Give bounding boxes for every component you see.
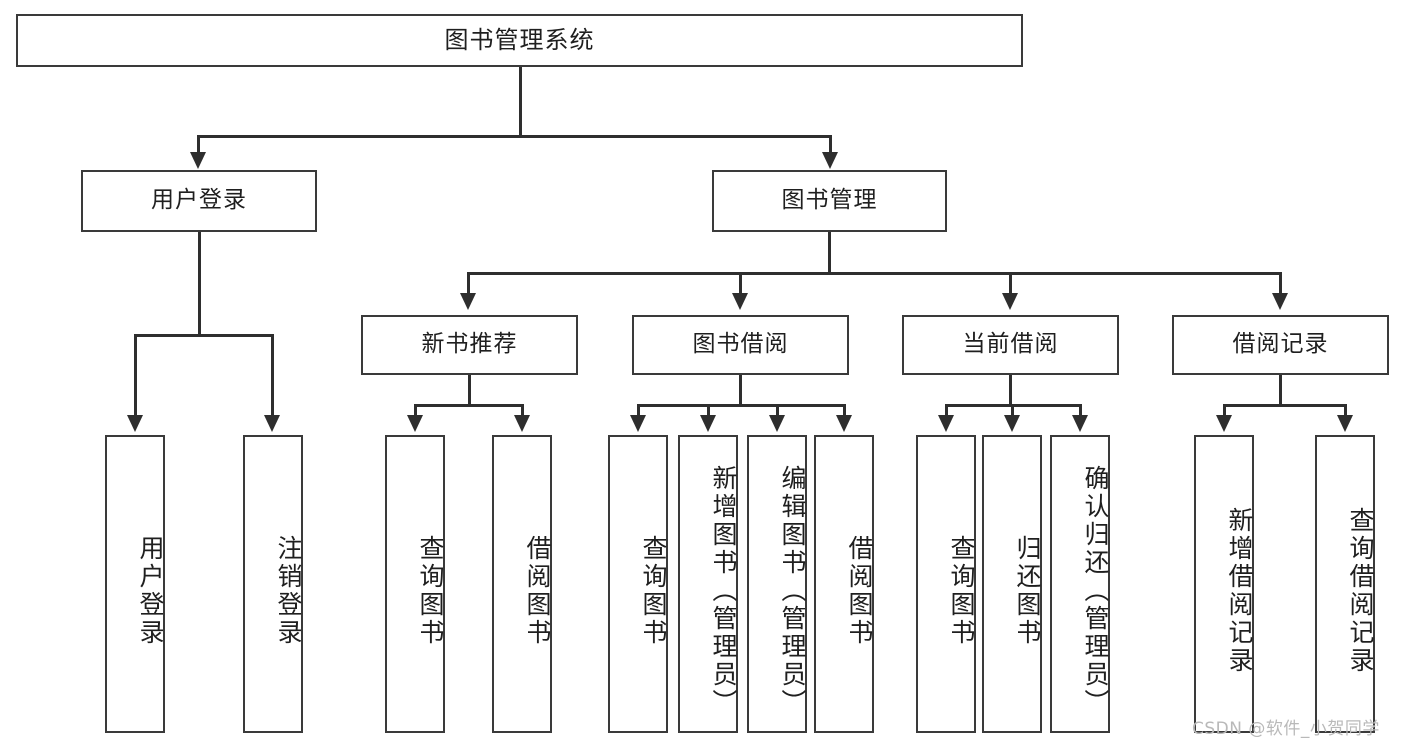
edge-root-to-user-login (197, 135, 200, 155)
edge-book-mgmt-to-l3-4 (1279, 272, 1282, 296)
edge-user-login-to-leaf-1 (134, 334, 137, 418)
leaf-new-book-query-book[interactable]: 查询图书 (385, 435, 445, 733)
leaf-current-borrow-return-book[interactable]: 归还图书 (982, 435, 1042, 733)
leaf-label: 确认归还（管理员） (1081, 465, 1110, 717)
leaf-label: 新增图书（管理员） (709, 465, 738, 717)
edge-new-book-to-leaf-2 (521, 404, 524, 418)
edge-user-login-stem (198, 232, 201, 336)
arrow-current-borrow-leaf-1-icon (938, 415, 954, 432)
leaf-label: 借阅图书 (845, 535, 874, 647)
arrow-root-to-user-login-icon (190, 152, 206, 169)
arrow-l3-1-icon (460, 293, 476, 310)
edge-book-mgmt-to-l3-2 (739, 272, 742, 296)
arrow-current-borrow-leaf-2-icon (1004, 415, 1020, 432)
node-label: 新书推荐 (421, 331, 518, 358)
node-label: 图书管理 (781, 187, 878, 214)
edge-root-to-book-mgmt (829, 135, 832, 155)
arrow-book-borrow-leaf-1-icon (630, 415, 646, 432)
node-label: 图书管理系统 (444, 26, 595, 55)
edge-new-book-bus (414, 404, 524, 407)
leaf-label: 查询借阅记录 (1346, 507, 1375, 675)
edge-book-mgmt-bus (467, 272, 1281, 275)
leaf-label: 查询图书 (639, 535, 668, 647)
leaf-current-borrow-confirm-return-admin[interactable]: 确认归还（管理员） (1050, 435, 1110, 733)
arrow-current-borrow-leaf-3-icon (1072, 415, 1088, 432)
leaf-label: 用户登录 (136, 535, 165, 647)
arrow-book-borrow-leaf-3-icon (769, 415, 785, 432)
leaf-label: 新增借阅记录 (1225, 507, 1254, 675)
arrow-borrow-record-leaf-2-icon (1337, 415, 1353, 432)
node-borrow-record[interactable]: 借阅记录 (1172, 315, 1389, 375)
leaf-label: 编辑图书（管理员） (778, 465, 807, 717)
leaf-book-borrow-query-book[interactable]: 查询图书 (608, 435, 668, 733)
edge-root-bus (197, 135, 830, 138)
edge-book-borrow-to-leaf-3 (776, 404, 779, 418)
node-book-borrow[interactable]: 图书借阅 (632, 315, 849, 375)
arrow-book-borrow-leaf-2-icon (700, 415, 716, 432)
leaf-label: 借阅图书 (523, 535, 552, 647)
leaf-book-borrow-borrow-book[interactable]: 借阅图书 (814, 435, 874, 733)
edge-current-borrow-stem (1009, 375, 1012, 406)
arrow-new-book-leaf-1-icon (407, 415, 423, 432)
node-label: 借阅记录 (1232, 331, 1329, 358)
arrow-l3-4-icon (1272, 293, 1288, 310)
edge-book-mgmt-stem (828, 232, 831, 274)
edge-book-borrow-to-leaf-2 (707, 404, 710, 418)
leaf-book-borrow-add-book-admin[interactable]: 新增图书（管理员） (678, 435, 738, 733)
edge-book-borrow-to-leaf-4 (843, 404, 846, 418)
edge-root-stem (519, 67, 522, 137)
leaf-user-login-login[interactable]: 用户登录 (105, 435, 165, 733)
leaf-current-borrow-query-book[interactable]: 查询图书 (916, 435, 976, 733)
edge-borrow-record-to-leaf-1 (1223, 404, 1226, 418)
arrow-borrow-record-leaf-1-icon (1216, 415, 1232, 432)
edge-book-borrow-to-leaf-1 (637, 404, 640, 418)
watermark-text: CSDN @软件_小贺同学 (1192, 719, 1380, 739)
node-label: 图书借阅 (692, 331, 789, 358)
leaf-label: 查询图书 (416, 535, 445, 647)
arrow-new-book-leaf-2-icon (514, 415, 530, 432)
edge-book-mgmt-to-l3-3 (1009, 272, 1012, 296)
arrow-book-borrow-leaf-4-icon (836, 415, 852, 432)
node-label: 当前借阅 (962, 331, 1059, 358)
node-label: 用户登录 (151, 187, 247, 214)
node-new-book-recommend[interactable]: 新书推荐 (361, 315, 578, 375)
edge-borrow-record-to-leaf-2 (1344, 404, 1347, 418)
arrow-root-to-book-mgmt-icon (822, 152, 838, 169)
leaf-book-borrow-edit-book-admin[interactable]: 编辑图书（管理员） (747, 435, 807, 733)
leaf-label: 查询图书 (947, 535, 976, 647)
edge-book-mgmt-to-l3-1 (467, 272, 470, 296)
arrow-user-login-leaf-2-icon (264, 415, 280, 432)
edge-borrow-record-stem (1279, 375, 1282, 406)
edge-current-borrow-to-leaf-3 (1079, 404, 1082, 418)
leaf-label: 归还图书 (1013, 535, 1042, 647)
arrow-l3-3-icon (1002, 293, 1018, 310)
edge-book-borrow-bus (637, 404, 844, 407)
edge-current-borrow-to-leaf-1 (945, 404, 948, 418)
leaf-label: 注销登录 (274, 535, 303, 647)
arrow-user-login-leaf-1-icon (127, 415, 143, 432)
leaf-borrow-record-add-record[interactable]: 新增借阅记录 (1194, 435, 1254, 733)
node-book-management[interactable]: 图书管理 (712, 170, 947, 232)
edge-borrow-record-bus (1223, 404, 1346, 407)
leaf-user-login-logout[interactable]: 注销登录 (243, 435, 303, 733)
leaf-new-book-borrow-book[interactable]: 借阅图书 (492, 435, 552, 733)
edge-new-book-to-leaf-1 (414, 404, 417, 418)
node-current-borrow[interactable]: 当前借阅 (902, 315, 1119, 375)
node-root-library-management-system[interactable]: 图书管理系统 (16, 14, 1023, 67)
edge-user-login-to-leaf-2 (271, 334, 274, 418)
edge-current-borrow-to-leaf-2 (1011, 404, 1014, 418)
edge-book-borrow-stem (739, 375, 742, 406)
leaf-borrow-record-query-record[interactable]: 查询借阅记录 (1315, 435, 1375, 733)
edge-new-book-stem (468, 375, 471, 406)
node-user-login[interactable]: 用户登录 (81, 170, 317, 232)
arrow-l3-2-icon (732, 293, 748, 310)
edge-user-login-bus (134, 334, 273, 337)
